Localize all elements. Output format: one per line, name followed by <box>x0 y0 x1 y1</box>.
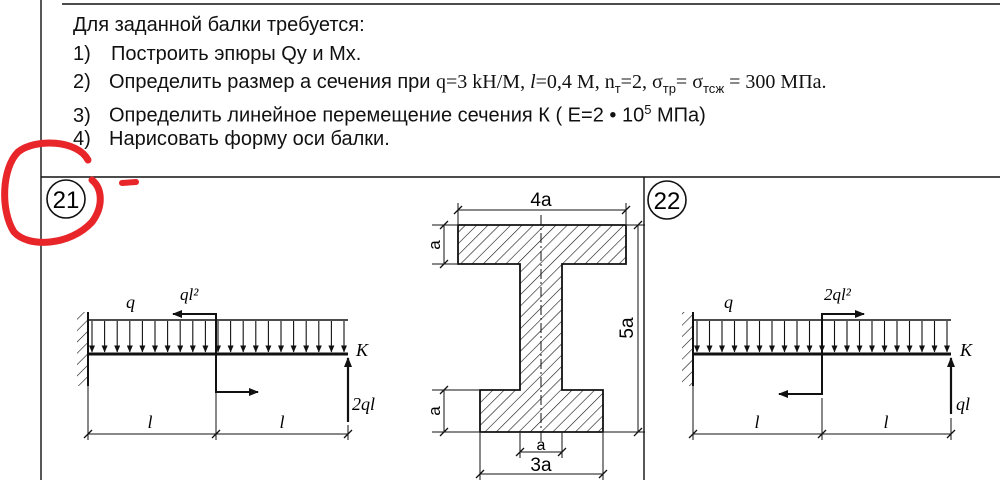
task-item-3-text-a: Определить линейное перемещение сечения … <box>109 104 645 127</box>
task-item-2-text-a: Определить размер а сечения при <box>109 71 437 93</box>
task-item-2-number: 2) <box>73 71 91 93</box>
problem-21-wall-hatch <box>77 312 87 386</box>
red-circle-mark <box>1 139 104 246</box>
problem-21-number-circle <box>46 179 86 219</box>
task-item-1-text: Построить эпюры Qy и Mx. <box>111 43 362 65</box>
problem-22-span-right-label: l <box>883 412 888 432</box>
cross-section: 4a a 5a a a <box>425 190 645 480</box>
cross-section-top-flange-label: a <box>425 240 444 250</box>
task-heading: Для заданной балки требуется: <box>73 14 365 36</box>
problem-21-dim-ticks <box>83 429 353 439</box>
problem-21-span-right-label: l <box>279 412 284 432</box>
red-annotation <box>1 139 139 246</box>
task-item-1-number: 1) <box>73 43 91 65</box>
task-item-3-text-b: МПа) <box>651 104 706 127</box>
task-item-4-number: 4) <box>73 128 91 150</box>
problem-22-force-label: ql <box>956 394 970 414</box>
task-item-2-sigma-sub-2: тсж <box>702 81 725 96</box>
cross-section-bottom-flange-label: a <box>425 406 444 416</box>
problem-22-load-label: q <box>724 292 733 312</box>
task-item-2-sigma-sub-1: тр <box>662 81 676 96</box>
task-item-4: 4) Нарисовать форму оси балки. <box>73 128 390 150</box>
problem-22-load-arrows <box>694 321 950 353</box>
task-item-2-l-symbol: l <box>530 71 536 93</box>
problem-21: 21 q ql² K 2ql l l <box>46 179 375 440</box>
problem-22-number: 22 <box>654 188 681 215</box>
cross-section-bottom-width-label: 3a <box>530 455 552 476</box>
task-item-3: 3) Определить линейное перемещение сечени… <box>73 99 706 127</box>
cross-section-web-width-label: a <box>537 437 546 454</box>
task-item-2-n-sub: т <box>614 81 621 96</box>
red-dash-mark <box>119 179 139 186</box>
cross-section-top-width-label: 4a <box>530 190 552 211</box>
problem-21-span-left-label: l <box>147 412 152 432</box>
frame <box>40 0 1000 480</box>
cross-section-height-label: 5a <box>617 317 638 339</box>
task-item-3-exponent: 5 <box>644 102 652 117</box>
task-item-3-number: 3) <box>73 104 91 127</box>
problem-22-span-left-label: l <box>754 412 759 432</box>
task-item-2-text-c: =0,4 M, n <box>535 71 615 93</box>
task-item-1: 1) Построить эпюры Qy и Mx. <box>73 43 361 65</box>
task-item-2-text-e: = σ <box>675 71 703 93</box>
problem-21-moment-label: ql² <box>180 285 199 304</box>
task-item-2: 2) Определить размер а сечения при q=3 kH… <box>73 71 827 100</box>
task-item-4-text: Нарисовать форму оси балки. <box>109 128 390 150</box>
problem-22-wall-hatch <box>682 312 692 386</box>
problem-22: 22 q 2ql² K ql l l <box>647 180 973 440</box>
task-item-2-text-f: = 300 МПа. <box>724 71 827 93</box>
cross-section-i-beam-shape <box>457 224 627 433</box>
problem-22-moment-label: 2ql² <box>824 285 852 304</box>
problem-22-point-label: K <box>959 340 973 360</box>
task-item-2-load: q=3 kH/M, <box>436 71 531 93</box>
problem-22-dim-ticks <box>688 429 956 439</box>
problem-21-force-label: 2ql <box>352 394 375 414</box>
problem-21-load-arrows <box>89 321 347 353</box>
task-item-2-text-d: =2, σ <box>620 71 663 93</box>
problem-21-load-label: q <box>126 292 135 312</box>
problem-22-number-circle <box>647 180 687 220</box>
problem-21-number: 21 <box>53 187 80 214</box>
problem-21-point-label: K <box>355 340 369 360</box>
